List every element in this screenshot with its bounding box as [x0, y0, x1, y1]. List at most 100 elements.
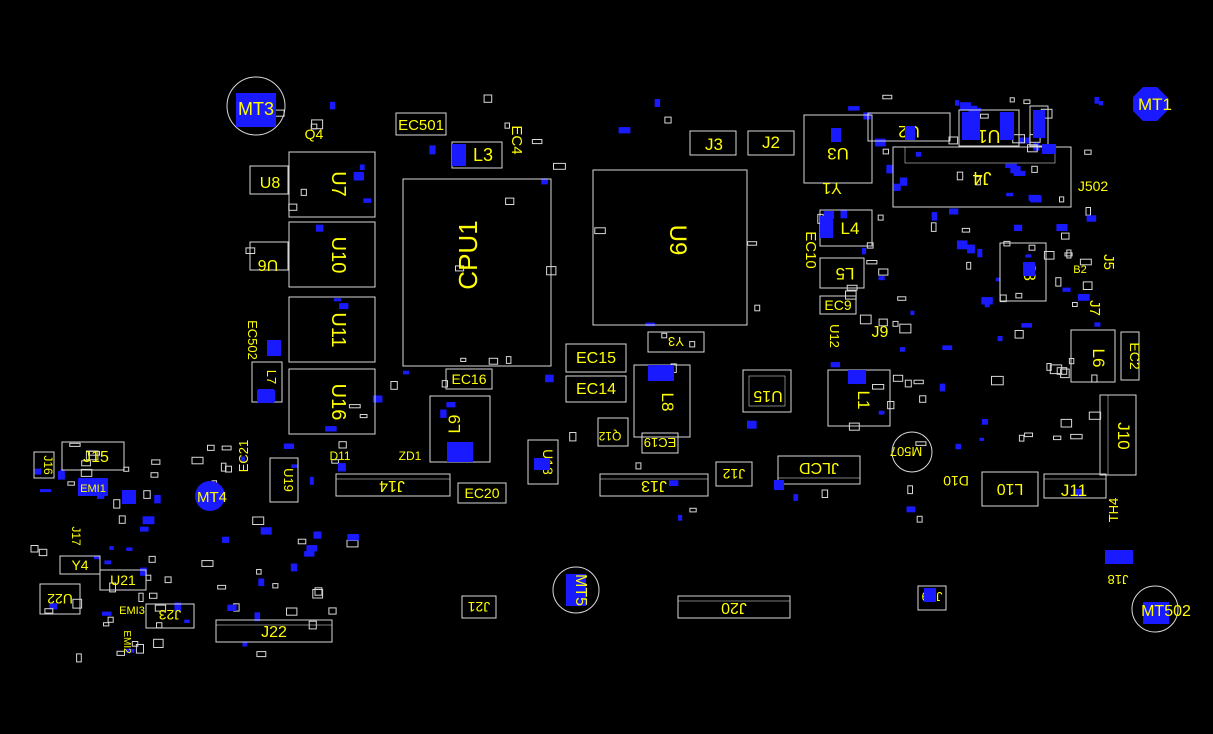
smd-part — [930, 222, 937, 232]
smd-part — [483, 94, 493, 103]
l9-label: L9 — [445, 415, 464, 434]
l5-inductor: L5 — [819, 257, 865, 289]
smd-part — [747, 420, 757, 429]
emi3-part: EMI3 — [119, 605, 145, 617]
connector-j15: J15 — [61, 441, 125, 471]
smd-part — [429, 145, 436, 155]
smd-part — [102, 611, 112, 616]
memory-u11: U11 — [288, 296, 376, 363]
smd-part — [109, 546, 114, 550]
emi2-part: EMI2 — [121, 630, 132, 654]
smd-part — [897, 296, 907, 301]
connector-j18: J18 — [1108, 572, 1129, 587]
smd-part — [242, 642, 248, 647]
smd-part — [118, 515, 126, 524]
u22-label: U22 — [47, 591, 73, 607]
smd-part — [892, 374, 904, 382]
smd-part — [258, 578, 265, 587]
u15-label: U15 — [753, 387, 782, 404]
smd-part — [325, 426, 337, 432]
connector-j3: J3 — [689, 130, 737, 156]
connector-j7: J7 — [1086, 300, 1103, 316]
u19-part: U19 — [269, 457, 299, 503]
smd-part — [329, 101, 336, 110]
smd-part — [272, 583, 279, 589]
connector-j16: J16 — [33, 451, 55, 479]
mounting-hole-mt3: MT3 — [226, 76, 286, 136]
smd-part — [678, 514, 683, 521]
smd-part — [1046, 363, 1052, 371]
j23-label: J23 — [159, 607, 182, 623]
smd-part — [38, 548, 48, 557]
smd-part — [877, 214, 884, 221]
ec16-label: EC16 — [451, 371, 486, 387]
connector-j13: J13 — [599, 473, 709, 497]
connector-j23: J23 — [145, 603, 195, 629]
smd-part — [331, 459, 340, 464]
ec502-label: EC502 — [245, 320, 260, 360]
smd-part — [866, 242, 874, 249]
j502-label: J502 — [1078, 178, 1109, 194]
d10-label: D10 — [943, 473, 969, 489]
u7-label: U7 — [327, 171, 349, 197]
j18-label: J18 — [1108, 572, 1129, 587]
smd-part — [882, 148, 890, 155]
connector-j20: J20 — [677, 595, 791, 619]
smd-part — [256, 651, 267, 658]
smd-part — [113, 499, 121, 509]
smd-part — [878, 268, 889, 276]
smd-part — [866, 260, 878, 265]
u11-label: U11 — [327, 312, 349, 347]
connector-j2: J2 — [747, 130, 795, 156]
q4-part: Q4 — [305, 126, 324, 142]
smd-part — [915, 441, 927, 446]
smd-part — [1094, 322, 1101, 327]
smd-part — [845, 290, 857, 300]
u21-part: U21 — [99, 569, 147, 591]
smd-part — [878, 318, 888, 327]
ec502-part: EC502 — [245, 320, 260, 360]
l5-label: L5 — [836, 264, 855, 283]
smd-part — [390, 381, 398, 390]
smd-part — [504, 122, 510, 129]
j9-label-group: J9 — [872, 324, 889, 341]
smd-part — [893, 183, 901, 191]
smd-part — [81, 460, 91, 467]
smd-part — [347, 534, 359, 541]
y3-label: Y3 — [668, 334, 684, 349]
smd-part — [260, 527, 272, 535]
smd-part — [968, 105, 978, 113]
smd-part — [353, 171, 364, 181]
smd-part — [304, 551, 315, 557]
smd-part — [689, 507, 697, 513]
smd-part — [174, 602, 182, 612]
y4-label: Y4 — [71, 557, 88, 573]
smd-part — [140, 526, 149, 532]
l10-label: L10 — [997, 480, 1024, 497]
u8-part: U8 — [249, 165, 289, 195]
u15-part: U15 — [742, 369, 792, 413]
smd-part — [1066, 249, 1072, 259]
smd-part — [140, 567, 147, 576]
smd-part — [830, 362, 841, 368]
connector-j10: J10 — [1099, 394, 1137, 476]
u6-part: U6 — [249, 241, 289, 273]
ec501-part: EC501 — [395, 112, 447, 136]
u1-label: U1 — [977, 126, 1000, 146]
smd-part — [1056, 224, 1068, 231]
smd-part — [30, 545, 39, 553]
l6-inductor: L6 — [1070, 329, 1116, 383]
smd-part — [887, 401, 895, 410]
ec10-part: EC10 — [802, 231, 819, 269]
smd-part — [995, 277, 1001, 282]
emi1-part: EMI1 — [78, 478, 108, 496]
j9-label: J9 — [872, 324, 889, 341]
smd-part — [94, 556, 101, 560]
smd-part — [1009, 97, 1015, 103]
smd-part — [966, 261, 972, 270]
smd-part — [886, 164, 893, 174]
j14-label: J14 — [379, 477, 405, 494]
smd-part — [980, 113, 989, 119]
smd-part — [403, 370, 410, 375]
smd-part — [460, 357, 467, 362]
